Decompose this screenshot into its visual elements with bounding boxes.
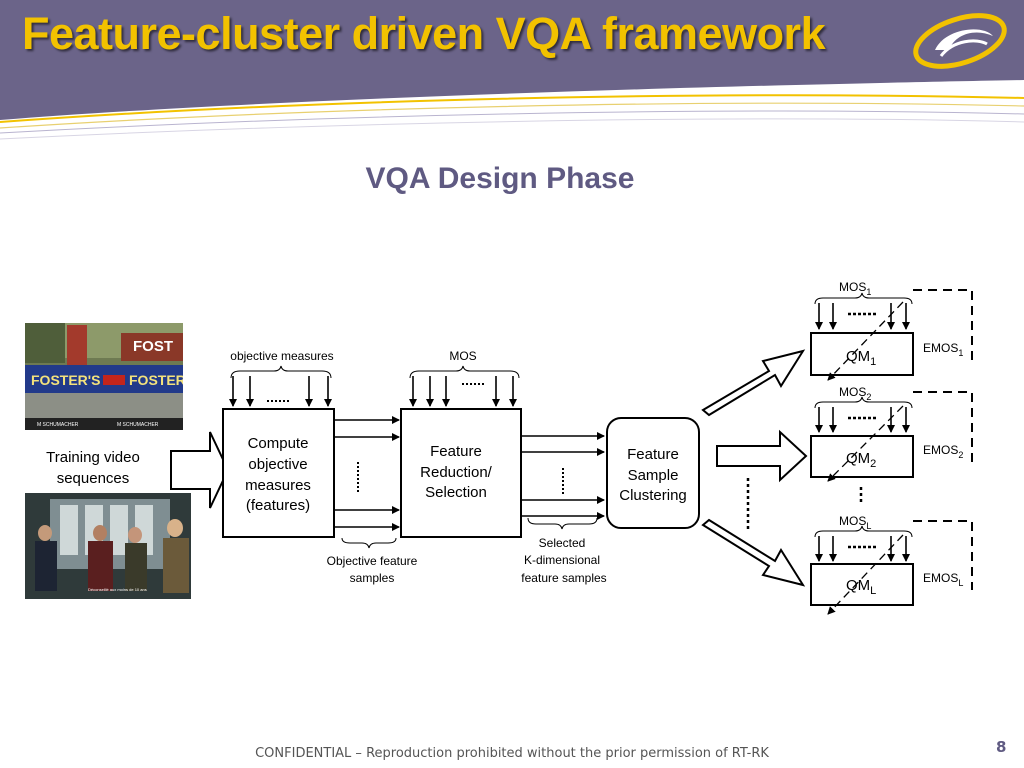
- header-swoosh-1: [0, 94, 1024, 123]
- objective-samples-label-1: Objective feature: [327, 554, 418, 568]
- selected-sample-arrows: [521, 432, 605, 520]
- qm2-mos-brace: [814, 396, 913, 409]
- feature-clustering-box: [606, 417, 700, 529]
- objective-measures-brace: [230, 365, 332, 379]
- header-swoosh-2: [0, 102, 1024, 129]
- qm1-label: QM1: [846, 348, 876, 368]
- header-swoosh-4: [0, 118, 1024, 140]
- block-arrow-to-qm1: [701, 349, 806, 417]
- qm1-mos-label: MOS1: [839, 280, 871, 297]
- logo-inner-curve: [939, 39, 988, 57]
- qm1-mos-brace: [814, 292, 913, 305]
- qm2-feedback-diagonal: [827, 405, 904, 482]
- qm1-feedback-diagonal: [827, 301, 904, 381]
- caption-left: M SCHUMACHER: [37, 422, 79, 428]
- qm1-emos-loop: [913, 289, 973, 360]
- training-video-label: Training video sequences: [46, 449, 140, 487]
- compute-box-line-2: objective: [248, 456, 307, 473]
- compute-box-line-3: measures: [245, 477, 311, 494]
- qm2-emos-loop: [913, 391, 973, 462]
- banner-text-top: FOST: [133, 338, 173, 355]
- reduction-box-line-3: Selection: [425, 484, 487, 501]
- objective-samples-label-2: samples: [350, 571, 395, 585]
- mos-label: MOS: [449, 349, 476, 363]
- clustering-box-line-1: Feature: [627, 446, 679, 463]
- logo-inner-swirl: [935, 29, 993, 50]
- compute-input-arrows: [229, 376, 332, 407]
- qm1-input-arrows: [815, 303, 910, 330]
- qml-box: [810, 563, 914, 606]
- qm2-emos-label: EMOS2: [923, 443, 963, 460]
- qml-emos-loop: [913, 520, 973, 590]
- block-arrow-to-qml: [701, 518, 806, 587]
- input-arrow: [170, 431, 230, 509]
- qm2-mos-label: MOS2: [839, 385, 871, 402]
- mos-brace: [409, 365, 520, 379]
- feature-reduction-box: [400, 408, 522, 538]
- page-number: 8: [996, 738, 1007, 756]
- clustering-box-line-3: Clustering: [619, 487, 687, 504]
- header-background: [0, 0, 1024, 120]
- compute-box-line-1: Compute: [248, 435, 309, 452]
- qm-block-l: MOSL QML EMOSL: [810, 514, 973, 615]
- selected-samples-label-2: K-dimensional: [524, 553, 600, 567]
- qml-mos-brace: [814, 525, 913, 538]
- qm2-label: QM2: [846, 450, 876, 470]
- logo-outer-ring: [913, 13, 1007, 69]
- race-video-thumbnail: FOST FOSTER'S FOSTER M SCHUMACHER M SCHU…: [25, 323, 183, 430]
- caption-right: M SCHUMACHER: [117, 422, 159, 428]
- qml-label: QML: [846, 577, 876, 597]
- qml-input-arrows: [815, 536, 910, 562]
- reduction-box-line-1: Feature: [430, 443, 482, 460]
- qm1-box: [810, 332, 914, 376]
- people-video-thumbnail: Déconseillé aux moins de 10 ans: [25, 493, 191, 599]
- block-arrow-to-qm2: [716, 429, 808, 483]
- objective-measures-label: objective measures: [230, 349, 333, 363]
- confidential-footer: CONFIDENTIAL – Reproduction prohibited w…: [255, 746, 769, 761]
- qm1-emos-label: EMOS1: [923, 341, 963, 358]
- compute-objective-measures-box: [222, 408, 335, 538]
- header-banner: [0, 0, 1024, 140]
- feature-sample-arrows: [334, 416, 400, 531]
- people-scene-image: Déconseillé aux moins de 10 ans: [25, 493, 191, 599]
- clustering-box-line-2: Sample: [628, 467, 679, 484]
- reduction-input-arrows: [409, 376, 517, 407]
- selected-samples-label-3: feature samples: [521, 571, 606, 585]
- section-subtitle: VQA Design Phase: [365, 162, 635, 195]
- header-swoosh-3: [0, 110, 1024, 134]
- company-logo: [913, 13, 1007, 69]
- qm2-box: [810, 435, 914, 478]
- reduction-box-line-2: Reduction/: [420, 464, 493, 481]
- selected-samples-brace: [527, 517, 598, 530]
- qml-mos-label: MOSL: [839, 514, 871, 531]
- qm-block-1: MOS1 QM1 EMOS1: [810, 280, 973, 381]
- rating-caption: Déconseillé aux moins de 10 ans: [88, 587, 147, 592]
- banner-text-left: FOSTER'S: [31, 372, 100, 388]
- qm-block-2: MOS2 QM2 EMOS2: [810, 385, 973, 482]
- compute-box-line-4: (features): [246, 497, 310, 514]
- qm2-input-arrows: [815, 407, 910, 433]
- qml-emos-label: EMOSL: [923, 571, 963, 588]
- slide-title: Feature-cluster driven VQA framework: [22, 8, 826, 59]
- qml-feedback-diagonal: [827, 534, 904, 615]
- banner-text-right: FOSTER: [129, 372, 183, 388]
- selected-samples-label-1: Selected: [539, 536, 586, 550]
- race-scene-image: FOST FOSTER'S FOSTER M SCHUMACHER M SCHU…: [25, 323, 183, 430]
- objective-samples-brace: [341, 537, 397, 549]
